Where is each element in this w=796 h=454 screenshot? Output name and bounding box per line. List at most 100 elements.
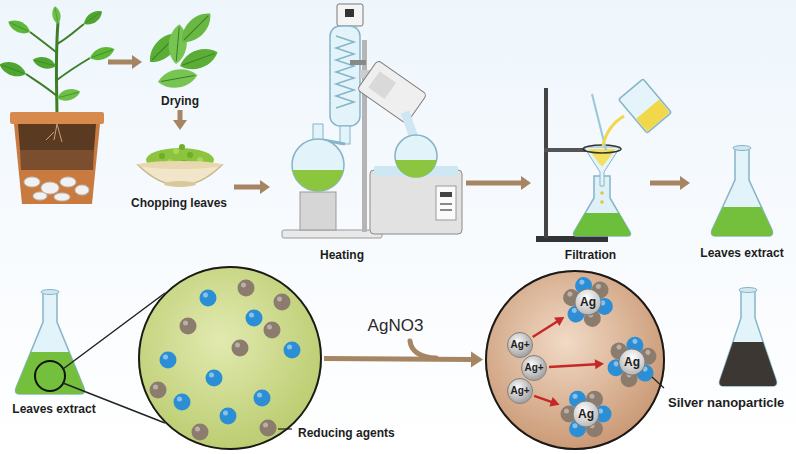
nanoparticle-flask-part [720, 290, 777, 386]
filtration-setup-part-part [636, 99, 670, 131]
flow-arrow [173, 110, 187, 130]
arrow-shaft [324, 356, 472, 362]
nanoparticle-flask [720, 288, 777, 387]
filtration-setup-part [600, 200, 604, 204]
potted-plant-part [6, 17, 32, 37]
reaction-zoom [485, 270, 666, 450]
potted-plant-part [56, 87, 82, 104]
potted-plant-part [18, 124, 96, 150]
arrow-shaft [466, 181, 522, 186]
node-outline-circle [508, 379, 533, 404]
filtration-setup-part [583, 145, 621, 153]
flask-label: Leaves extract [12, 402, 95, 416]
arrow-head [680, 176, 690, 190]
rotary-evaporator-part-part [368, 71, 396, 99]
extract-zoom-part [238, 280, 255, 297]
extract-flask-part [16, 292, 85, 394]
rotary-evaporator-part [337, 4, 363, 26]
rotary-evaporator-part [350, 60, 366, 65]
extract-flask-part [35, 361, 65, 391]
silver-ion: Ag+ [521, 355, 547, 381]
potted-plant-part [46, 124, 62, 142]
extract-zoom-part [206, 370, 223, 387]
silver-nanoparticle: Ag [560, 388, 612, 440]
rotary-evaporator-part [340, 126, 350, 144]
potted-plant-part [31, 55, 57, 72]
process-step: Heating [272, 4, 464, 262]
bowl [138, 144, 222, 187]
flow-arrow [549, 359, 604, 369]
extract-flask-part [712, 148, 773, 236]
ion-label: Ag+ [510, 385, 529, 397]
rotary-evaporator-part [357, 60, 427, 124]
arrow-head [521, 176, 531, 190]
silver-ion: Ag+ [507, 378, 533, 404]
particle-label: Ag [580, 295, 596, 309]
filtration-setup-part-part [619, 79, 672, 133]
bowl-part [173, 148, 179, 154]
filtration-setup-part [544, 88, 548, 238]
extract-flask-part [41, 290, 59, 295]
particle-label: Ag [578, 407, 594, 421]
arrow-head [554, 317, 564, 326]
node-outline-circle [508, 333, 533, 358]
step-label: Leaves extract [700, 246, 783, 260]
ion-label: Ag+ [510, 339, 529, 351]
arrow-head [260, 180, 270, 194]
process-step: Filtration [533, 85, 648, 262]
extract-zoom-part [174, 394, 191, 411]
nanoparticle-flask-part [739, 288, 757, 293]
filtration-setup-part [600, 191, 604, 195]
node-outline-circle [522, 356, 547, 381]
extract-zoom-part [264, 322, 281, 339]
zoom-circle: Reducing agents [138, 266, 322, 450]
rotary-evaporator-part [440, 203, 452, 205]
arrow-head [595, 359, 604, 369]
flow-arrow [234, 180, 270, 194]
potted-plant-part [26, 74, 57, 96]
filtration-setup-part [573, 213, 630, 236]
extract-flask-node: Leaves extract [4, 288, 104, 416]
flow-arrow [324, 351, 483, 367]
step-label: Drying [161, 94, 199, 108]
process-arrow-part [132, 55, 142, 69]
extract-zoom-part [246, 310, 263, 327]
reaction-zoom-part [522, 356, 546, 380]
potted-plant-part [57, 24, 84, 44]
arrow-shaft [533, 321, 558, 337]
extract-flask-part [712, 207, 773, 236]
extract-zoom-part [232, 340, 249, 357]
potted-plant-part [33, 192, 47, 200]
rotary-evaporator [282, 4, 462, 238]
process-arrow [108, 55, 142, 69]
potted-plant-part [54, 193, 70, 201]
rotary-evaporator-part-part [357, 60, 427, 124]
extract-zoom-part [200, 290, 217, 307]
rotary-evaporator-part [436, 186, 456, 220]
extract-zoom-part [150, 382, 167, 399]
extract-zoom-part [254, 390, 271, 407]
arrow-head [173, 120, 187, 130]
reaction-zoom-part [508, 379, 532, 403]
nanoparticle-flask-part [720, 342, 777, 386]
label-holder: Silver nanoparticle [668, 393, 784, 411]
rotary-evaporator-part [330, 26, 360, 126]
process-step: Chopping leaves [126, 132, 232, 210]
potted-plant-part [75, 185, 89, 195]
potted-plant-part [24, 177, 40, 187]
potted-plant-part [81, 7, 105, 28]
rotary-evaporator-part [370, 170, 462, 234]
process-arrow-part [108, 60, 132, 65]
rotary-evaporator-part [300, 192, 336, 230]
potted-plant-part [57, 58, 90, 80]
arrow-head [549, 397, 559, 406]
reaction-zoom-part [561, 391, 612, 437]
rotary-evaporator-part [405, 112, 414, 138]
rotary-evaporator-part [293, 170, 344, 191]
silver-nanoparticle: Ag [606, 336, 658, 388]
rotary-evaporator-part [362, 40, 367, 232]
